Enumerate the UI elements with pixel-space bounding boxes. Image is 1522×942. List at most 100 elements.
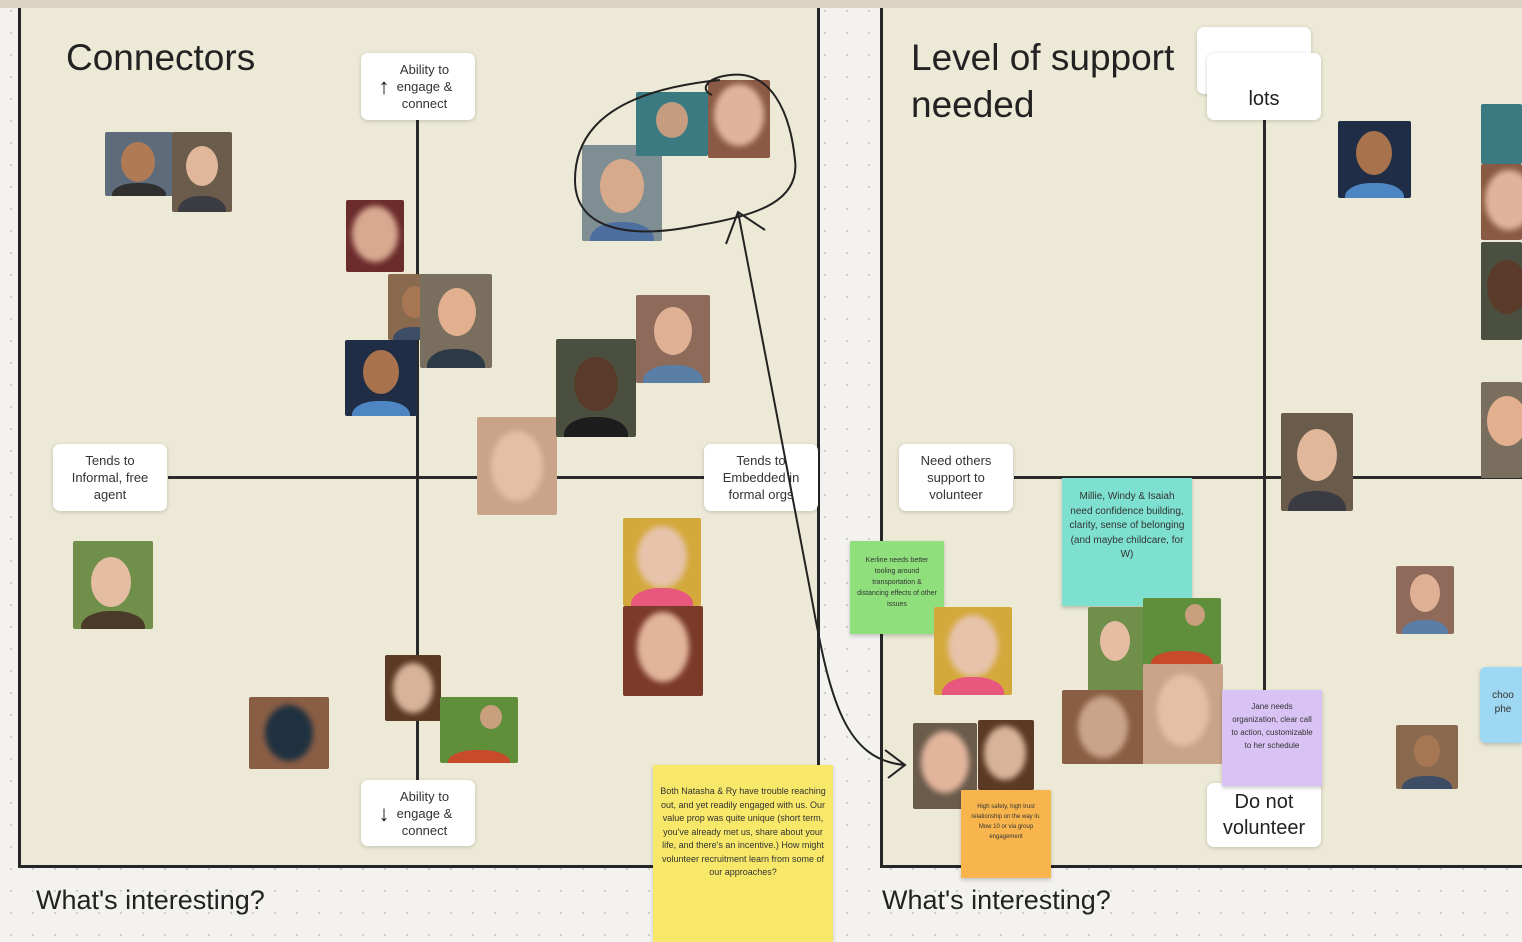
shirt-shape bbox=[447, 749, 511, 763]
participant-photo[interactable] bbox=[73, 541, 153, 629]
face-shape bbox=[438, 288, 476, 336]
participant-photo[interactable] bbox=[1396, 566, 1454, 634]
face-shape bbox=[656, 102, 688, 138]
sticky-note-teal[interactable]: Millie, Windy & Isaiah need confidence b… bbox=[1062, 478, 1192, 606]
axis-label-bottom-engage[interactable]: ↓ Ability to engage & connect bbox=[361, 780, 475, 846]
shirt-shape bbox=[178, 196, 226, 212]
shirt-shape bbox=[111, 183, 167, 196]
face-shape bbox=[714, 84, 764, 146]
axis-right-text: Tends to Embedded in formal orgs bbox=[722, 453, 800, 502]
face-shape bbox=[265, 705, 313, 761]
face-shape bbox=[1487, 260, 1522, 314]
ink-circle bbox=[573, 73, 797, 233]
face-shape bbox=[1078, 696, 1128, 758]
face-shape bbox=[352, 206, 398, 262]
face-shape bbox=[1100, 621, 1130, 661]
face-shape bbox=[984, 726, 1026, 780]
axis-label-do-not-volunteer[interactable]: Do not volunteer bbox=[1207, 783, 1321, 847]
participant-photo-blurred-partial[interactable] bbox=[1481, 164, 1522, 240]
face-shape bbox=[363, 350, 399, 394]
face-shape bbox=[1485, 170, 1522, 230]
participant-photo[interactable] bbox=[1281, 413, 1353, 511]
participant-photo-blurred[interactable] bbox=[623, 606, 703, 696]
axis-need-text: Need others support to volunteer bbox=[920, 453, 992, 502]
sticky-note-blue-partial[interactable]: choo phe bbox=[1480, 667, 1522, 743]
face-shape bbox=[91, 557, 131, 607]
axis-lots-text: lots bbox=[1248, 88, 1280, 110]
sticky-purple-text: Jane needs organization, clear call to a… bbox=[1231, 702, 1313, 750]
sticky-orange-text: High safety, high trust relationship on … bbox=[971, 804, 1041, 840]
shirt-shape bbox=[81, 611, 145, 629]
sticky-note-yellow[interactable]: Both Natasha & Ry have trouble reaching … bbox=[653, 765, 833, 942]
right-vertical-axis bbox=[1263, 118, 1266, 786]
shirt-shape bbox=[564, 417, 628, 437]
face-shape bbox=[1297, 429, 1337, 481]
face-shape bbox=[637, 526, 687, 588]
participant-photo[interactable] bbox=[582, 145, 662, 241]
participant-photo[interactable] bbox=[172, 132, 232, 212]
shirt-shape bbox=[643, 365, 703, 383]
support-title: Level of support needed bbox=[911, 37, 1175, 125]
face-shape bbox=[1356, 131, 1392, 175]
participant-photo[interactable] bbox=[556, 339, 636, 437]
shirt-shape bbox=[630, 588, 694, 606]
face-shape bbox=[1410, 574, 1440, 612]
shirt-shape bbox=[590, 221, 654, 241]
sticky-note-purple[interactable]: Jane needs organization, clear call to a… bbox=[1222, 690, 1322, 786]
participant-photo[interactable] bbox=[1088, 607, 1144, 691]
left-footer: What's interesting? bbox=[36, 885, 265, 915]
connectors-title: Connectors bbox=[66, 37, 256, 78]
participant-photo-blurred[interactable] bbox=[708, 80, 770, 158]
participant-photo-partial[interactable] bbox=[1481, 382, 1522, 478]
axis-label-need-support[interactable]: Need others support to volunteer bbox=[899, 444, 1013, 511]
axis-label-top-engage[interactable]: ↑ Ability to engage & connect bbox=[361, 53, 475, 120]
face-shape bbox=[121, 142, 155, 182]
participant-photo-blurred[interactable] bbox=[623, 518, 701, 606]
participant-photo-blurred[interactable] bbox=[249, 697, 329, 769]
participant-photo[interactable] bbox=[1143, 598, 1221, 664]
left-vertical-axis bbox=[416, 118, 419, 784]
face-shape bbox=[1157, 674, 1209, 746]
axis-label-informal[interactable]: Tends to Informal, free agent bbox=[53, 444, 167, 511]
participant-photo-blurred[interactable] bbox=[1062, 690, 1144, 764]
ink-arrowhead-bottom bbox=[884, 749, 907, 779]
participant-photo-partial[interactable] bbox=[1481, 104, 1522, 164]
participant-photo-blurred[interactable] bbox=[385, 655, 441, 721]
sticky-note-orange[interactable]: High safety, high trust relationship on … bbox=[961, 790, 1051, 878]
participant-photo[interactable] bbox=[636, 295, 710, 383]
arrow-down-icon: ↓ bbox=[378, 800, 390, 826]
participant-photo[interactable] bbox=[1396, 725, 1458, 789]
participant-photo-partial[interactable] bbox=[1481, 242, 1522, 340]
face-shape bbox=[186, 146, 218, 186]
face-shape bbox=[480, 705, 502, 729]
participant-photo-blurred[interactable] bbox=[1143, 664, 1223, 764]
participant-photo[interactable] bbox=[440, 697, 518, 763]
participant-photo[interactable] bbox=[420, 274, 492, 368]
face-shape bbox=[921, 731, 969, 793]
sticky-note-green[interactable]: Kerline needs better tooling around tran… bbox=[850, 541, 944, 634]
right-horizontal-axis bbox=[1014, 476, 1522, 479]
sticky-green-text: Kerline needs better tooling around tran… bbox=[857, 557, 937, 608]
face-shape bbox=[1487, 396, 1522, 446]
participant-photo-blurred[interactable] bbox=[978, 720, 1034, 790]
face-shape bbox=[1185, 604, 1205, 626]
shirt-shape bbox=[1150, 650, 1214, 664]
shirt-shape bbox=[1288, 491, 1346, 511]
axis-label-lots[interactable]: lots bbox=[1207, 53, 1321, 120]
participant-photo[interactable] bbox=[345, 340, 417, 416]
right-footer: What's interesting? bbox=[882, 885, 1111, 915]
face-shape bbox=[491, 431, 543, 501]
participant-photo[interactable] bbox=[636, 92, 708, 156]
axis-left-text: Tends to Informal, free agent bbox=[71, 453, 149, 502]
shirt-shape bbox=[352, 400, 410, 416]
participant-photo-blurred[interactable] bbox=[477, 417, 557, 515]
ink-arrowhead-top bbox=[725, 210, 766, 245]
arrow-up-icon: ↑ bbox=[378, 74, 390, 99]
participant-photo[interactable] bbox=[105, 132, 173, 196]
axis-donot-text: Do not volunteer bbox=[1222, 791, 1306, 839]
sticky-teal-text: Millie, Windy & Isaiah need confidence b… bbox=[1069, 491, 1185, 560]
participant-photo[interactable] bbox=[1338, 121, 1411, 198]
axis-label-embedded[interactable]: Tends to Embedded in formal orgs bbox=[704, 444, 818, 511]
participant-photo-blurred[interactable] bbox=[934, 607, 1012, 695]
participant-photo-blurred[interactable] bbox=[346, 200, 404, 272]
